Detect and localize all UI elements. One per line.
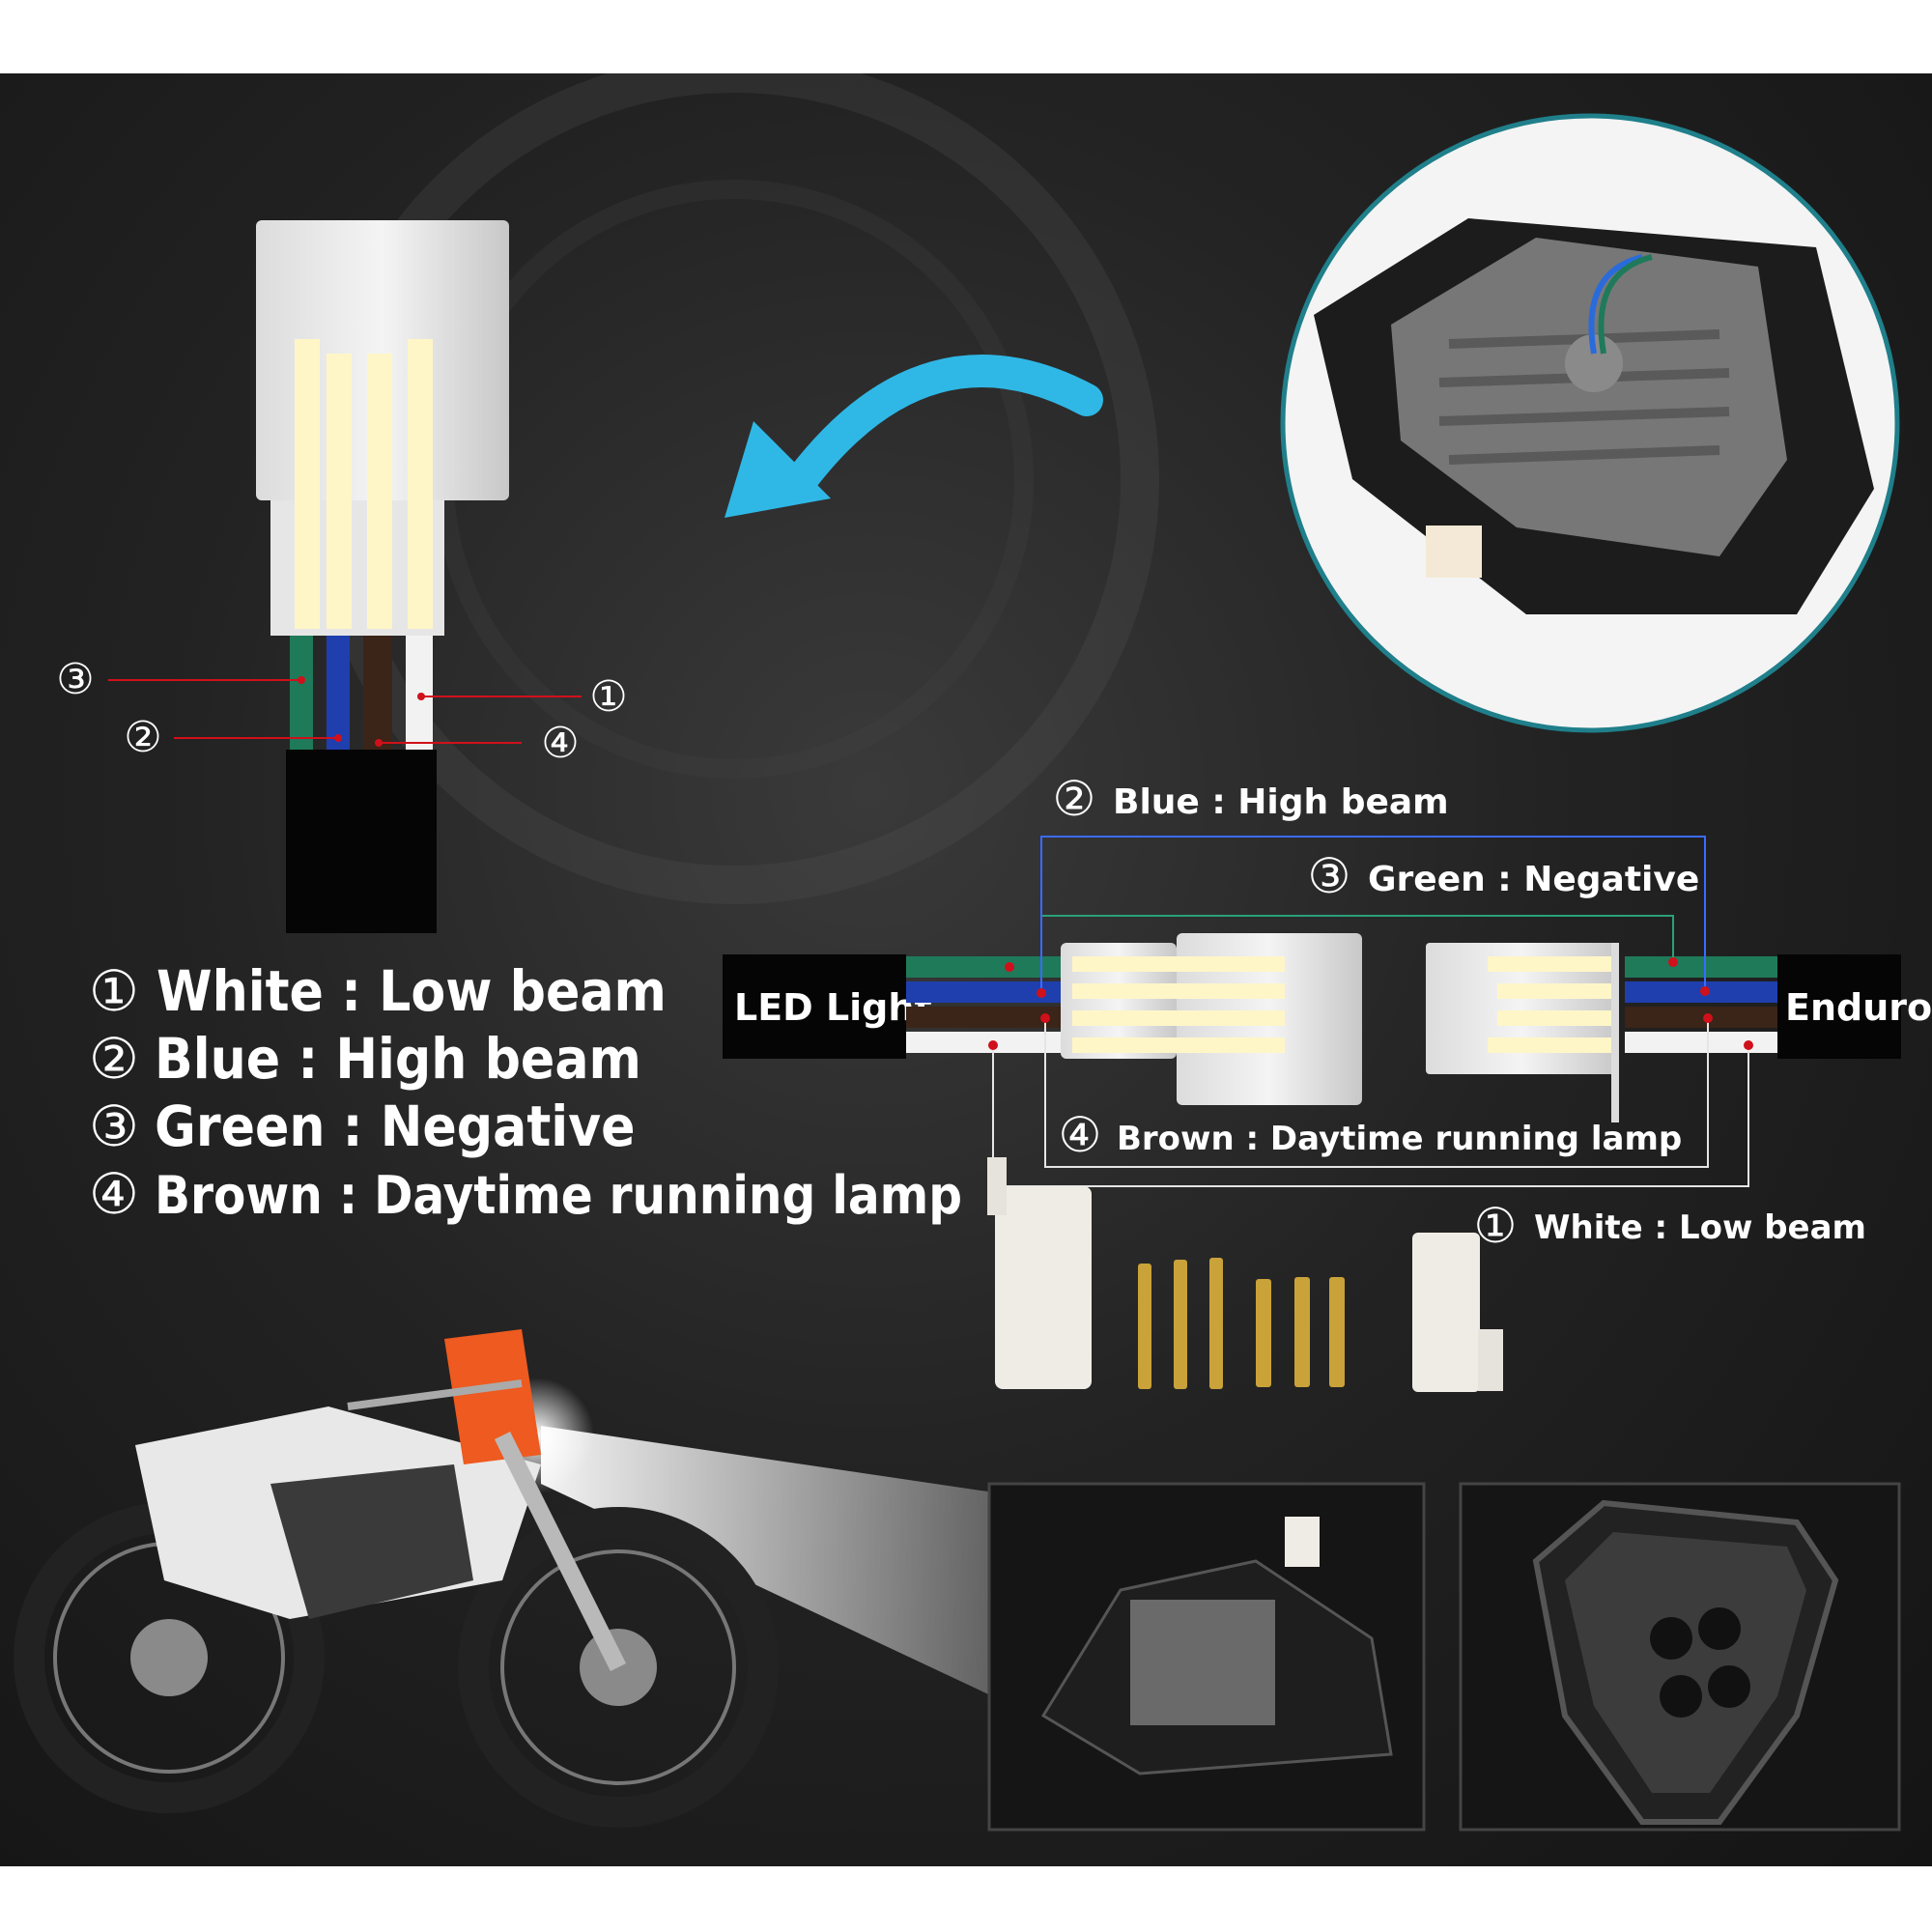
headlight-back-side-photo [987, 1482, 1426, 1832]
wire-legend: ① White : Low beam ② Blue : High beam ③ … [89, 958, 962, 1227]
legend-text-3: Green : Negative [155, 1094, 636, 1159]
legend-num-2: ② [89, 1026, 139, 1092]
legend-text-4: Brown : Daytime running lamp [155, 1165, 962, 1226]
curved-arrow-icon [724, 355, 1103, 518]
callout-1: ① [589, 672, 627, 722]
wiring-right-label: Enduro [1785, 986, 1932, 1029]
wiring-diagram: LED Light Enduro [723, 771, 1932, 1254]
green-label-num: ③ [1308, 848, 1351, 904]
wiring-left-label: LED Light [734, 986, 932, 1029]
legend-num-4: ④ [89, 1161, 139, 1227]
callout-2: ② [124, 713, 161, 762]
legend-text-2: Blue : High beam [155, 1026, 641, 1092]
legend-num-3: ③ [89, 1094, 139, 1159]
white-label-text: White : Low beam [1534, 1208, 1866, 1247]
callout-3: ③ [56, 655, 94, 704]
plug-connector [256, 220, 509, 933]
plug-callouts: ③ ② ① ④ [56, 655, 627, 768]
headlight-back-photo [1280, 113, 1900, 733]
blue-label-num: ② [1053, 771, 1096, 827]
headlight-front-photo [1459, 1482, 1901, 1832]
legend-text-1: White : Low beam [156, 958, 667, 1024]
diagram-canvas: ③ ② ① ④ ① White : Low beam ② Blue : High… [0, 73, 1932, 1866]
brown-label-text: Brown : Daytime running lamp [1117, 1120, 1682, 1158]
white-label-num: ① [1474, 1198, 1518, 1254]
green-label-text: Green : Negative [1368, 860, 1699, 899]
callout-4: ④ [541, 719, 579, 768]
connector-kit-photo [987, 1157, 1503, 1392]
brown-label-num: ④ [1059, 1107, 1102, 1163]
blue-label-text: Blue : High beam [1113, 782, 1449, 822]
legend-num-1: ① [89, 958, 139, 1024]
